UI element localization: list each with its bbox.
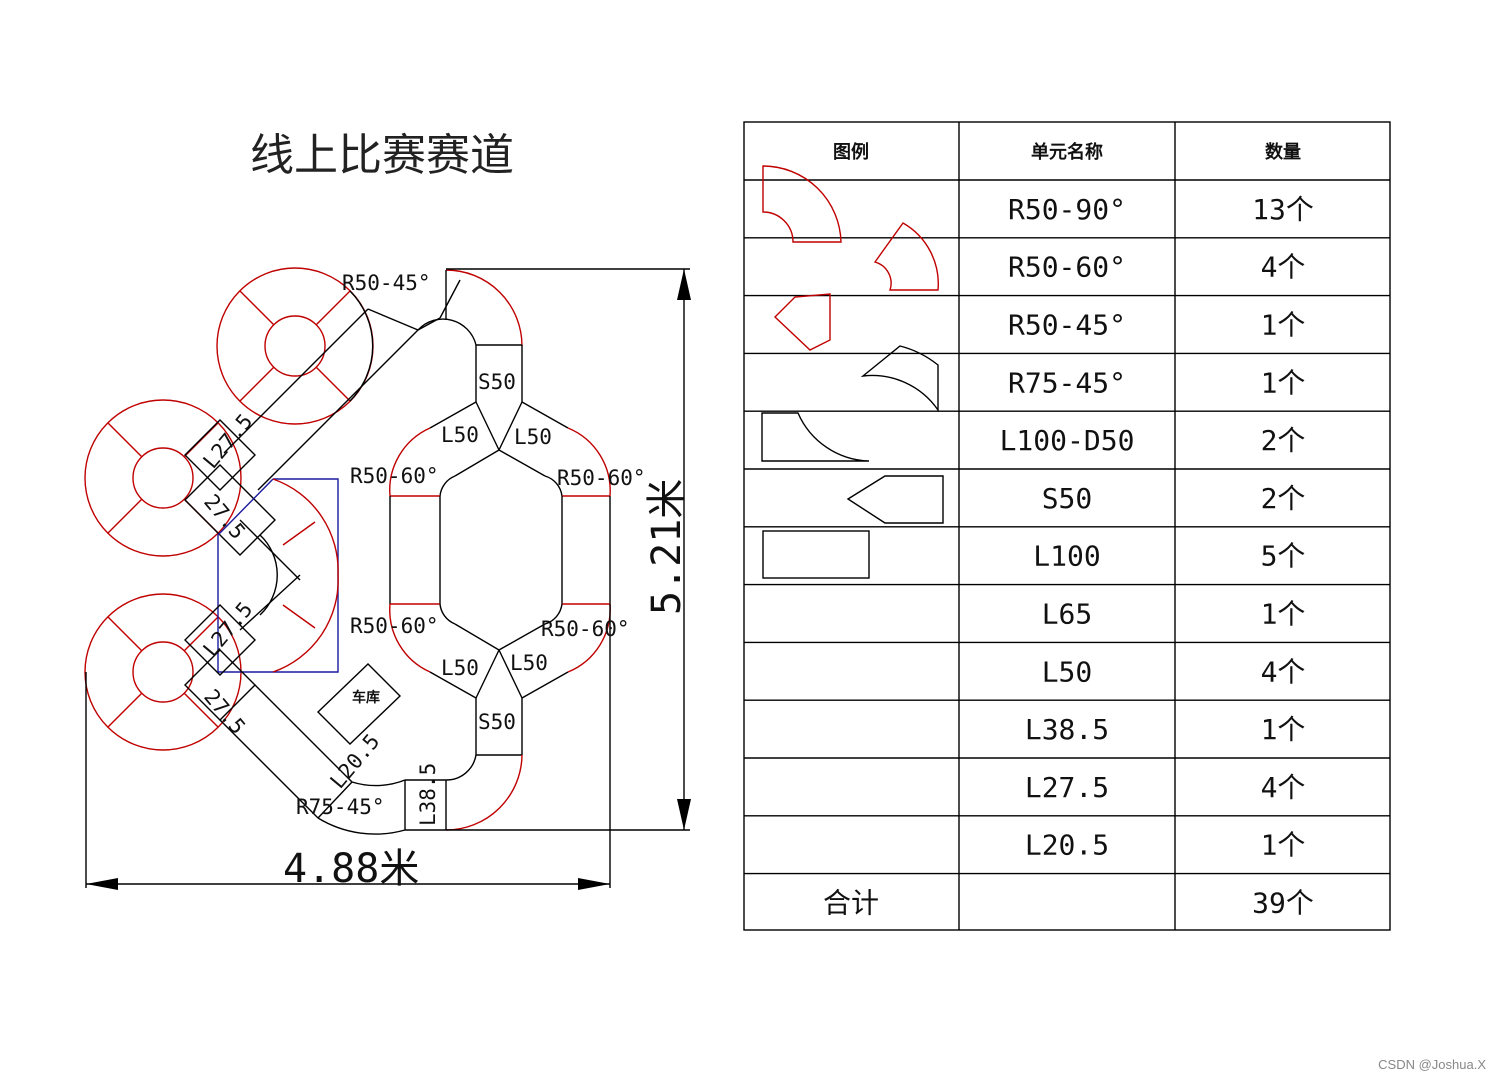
label-l50-d: L50 <box>510 651 548 675</box>
table-row-qty: 1个 <box>1261 309 1306 342</box>
legend-l100-icon <box>762 530 870 579</box>
table-row-name: L100 <box>1033 540 1100 573</box>
table-row-name: L27.5 <box>1025 771 1109 804</box>
table-row-name: S50 <box>1042 482 1093 515</box>
table-row-qty: 1个 <box>1261 366 1306 399</box>
table-row-name: L65 <box>1042 598 1093 631</box>
label-garage: 车库 <box>352 689 380 706</box>
table-row-name: R75-45° <box>1008 366 1126 399</box>
label-l27-5-a: L27.5 <box>198 409 257 473</box>
table-row-name: L50 <box>1042 655 1093 688</box>
legend-r75-45-icon <box>860 345 939 413</box>
legend-r50-45-icon <box>773 293 831 351</box>
parts-table: 图例 单元名称 数量 R50-90° 13个 R50-60° 4个 R50-45° 1个 R… <box>743 121 1391 931</box>
central-loop <box>389 269 611 831</box>
table-row-name: R50-60° <box>1008 251 1126 284</box>
table-header-legend: 图例 <box>833 141 869 163</box>
table-row-qty: 13个 <box>1252 193 1314 226</box>
legend-s50-icon <box>846 475 944 524</box>
table-row-qty: 1个 <box>1261 713 1306 746</box>
table-row-name: L20.5 <box>1025 829 1109 862</box>
table-total-label: 合计 <box>823 887 879 920</box>
table-total-qty: 39个 <box>1252 887 1314 920</box>
table-row-name: R50-90° <box>1008 193 1126 226</box>
label-r50-60-d: R50-60° <box>541 617 630 641</box>
label-r50-60-a: R50-60° <box>350 464 439 488</box>
table-row-name: L100-D50 <box>1000 424 1135 457</box>
label-l27-5-c: L27.5 <box>198 597 257 661</box>
legend-r50-90-icon <box>762 165 842 243</box>
roundabout-top <box>216 267 374 425</box>
table-row-qty: 4个 <box>1261 655 1306 688</box>
label-s50-bottom: S50 <box>478 710 516 734</box>
width-dimension: 4.88米 <box>283 846 419 892</box>
legend-l100-d50-icon <box>761 412 870 462</box>
table-header-qty: 数量 <box>1265 141 1301 163</box>
middle-connector <box>217 478 339 673</box>
label-l50-c: L50 <box>441 656 479 680</box>
table-header-name: 单元名称 <box>1031 141 1103 163</box>
table-row-qty: 4个 <box>1261 771 1306 804</box>
label-r50-45: R50-45° <box>342 271 431 295</box>
table-border <box>743 121 1391 931</box>
table-row-qty: 1个 <box>1261 598 1306 631</box>
table-row-name: R50-45° <box>1008 309 1126 342</box>
label-s50-top: S50 <box>478 370 516 394</box>
label-r75-45: R75-45° <box>296 795 385 819</box>
watermark: CSDN @Joshua.X <box>1378 1057 1486 1072</box>
table-row-qty: 2个 <box>1261 482 1306 515</box>
legend-r50-60-icon <box>873 222 939 291</box>
table-row-qty: 4个 <box>1261 251 1306 284</box>
table-row-qty: 2个 <box>1261 424 1306 457</box>
diagonal-road-upper <box>184 279 477 556</box>
label-l50-a: L50 <box>441 423 479 447</box>
dimension-lines <box>85 268 691 890</box>
label-l38-5: L38.5 <box>416 763 440 826</box>
label-l27-5-d: 27.5 <box>199 685 250 739</box>
label-r50-60-c: R50-60° <box>350 614 439 638</box>
label-l50-b: L50 <box>514 425 552 449</box>
label-r50-60-b: R50-60° <box>557 466 646 490</box>
table-row-qty: 1个 <box>1261 829 1306 862</box>
height-dimension: 5.21米 <box>644 479 690 615</box>
table-row-name: L38.5 <box>1025 713 1109 746</box>
diagonal-road-lower <box>184 604 406 835</box>
drawing-title: 线上比赛赛道 <box>250 130 514 181</box>
garage-box <box>316 663 402 745</box>
label-l27-5-b: 27.5 <box>199 490 250 544</box>
table-row-qty: 5个 <box>1261 540 1306 573</box>
